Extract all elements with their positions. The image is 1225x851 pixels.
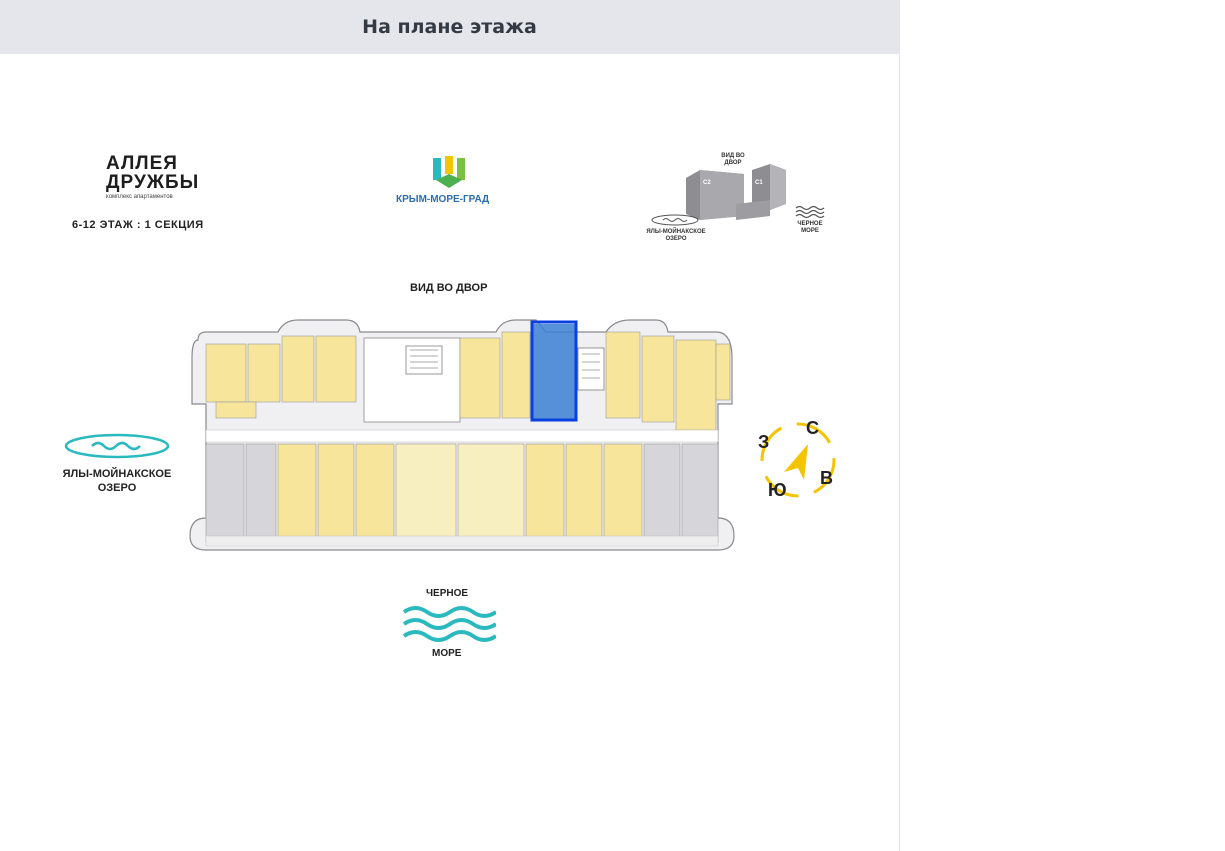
minimap-sea-1: ЧЕРНОЕ <box>797 221 823 227</box>
compass-west: З <box>758 432 770 452</box>
minimap-sea-2: МОРЕ <box>801 228 819 234</box>
minimap-block-c2: С2 <box>703 180 711 186</box>
lake-label-1: ЯЛЫ-МОЙНАКСКОЕ <box>62 468 172 480</box>
view-yard-label: ВИД ВО ДВОР <box>410 282 488 294</box>
floor-plan <box>189 319 735 551</box>
minimap-sea-label: ЧЕРНОЕ МОРЕ <box>795 221 825 235</box>
lake-label: ЯЛЫ-МОЙНАКСКОЕ ОЗЕРО <box>58 467 176 495</box>
logo-sun-icon <box>71 156 94 202</box>
compass-south: Ю <box>768 480 787 500</box>
brand-logo-icon <box>433 156 465 188</box>
compass-east: В <box>820 468 833 488</box>
logo-wordmark: АЛЛЕЯ ДРУЖБЫ <box>106 154 199 192</box>
logo-subtitle: комплекс апартаментов <box>106 194 173 200</box>
minimap-blocks <box>686 164 786 220</box>
logo-line2: ДРУЖБЫ <box>106 172 200 193</box>
minimap-sea-icon <box>795 205 825 219</box>
sea-label-bottom: МОРЕ <box>432 648 462 659</box>
sea-waves-icon <box>402 606 496 642</box>
floor-plan-panel: На плане этажа АЛЛЕЯ ДРУЖБЫ комплекс апа… <box>0 0 900 851</box>
minimap-view-yard: ВИД ВО ДВОР <box>718 153 748 167</box>
lake-label-2: ОЗЕРО <box>97 482 137 494</box>
right-blank-area <box>900 0 1225 851</box>
minimap-lake-1: ЯЛЫ-МОЙНАКСКОЕ <box>646 229 706 235</box>
minimap-lake-icon <box>651 214 699 226</box>
brand-name: КРЫМ-МОРЕ-ГРАД <box>396 194 490 205</box>
panel-header: На плане этажа <box>0 0 899 54</box>
lake-icon <box>64 433 170 459</box>
minimap-block-c1: С1 <box>755 180 763 186</box>
panel-title: На плане этажа <box>362 16 537 38</box>
compass-icon <box>760 422 836 498</box>
minimap-view-yard-1: ВИД ВО <box>721 153 745 159</box>
minimap-view-yard-2: ДВОР <box>724 160 742 166</box>
minimap-lake-label: ЯЛЫ-МОЙНАКСКОЕ ОЗЕРО <box>646 229 706 243</box>
compass-north: С <box>806 418 819 438</box>
logo-line1: АЛЛЕЯ <box>106 153 178 174</box>
floor-section-label: 6-12 ЭТАЖ : 1 СЕКЦИЯ <box>72 219 204 231</box>
sea-label-top: ЧЕРНОЕ <box>426 588 469 599</box>
minimap-lake-2: ОЗЕРО <box>665 236 687 242</box>
